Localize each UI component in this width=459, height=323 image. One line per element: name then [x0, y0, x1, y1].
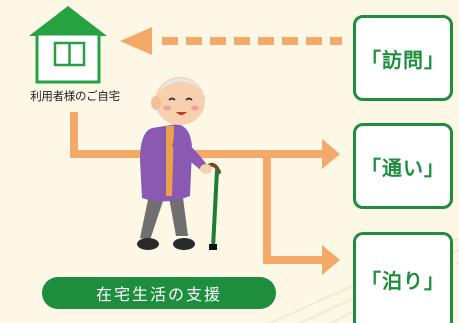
day-service-label: 「通い」 [361, 155, 445, 180]
visit-dashed-arrow [120, 27, 342, 55]
elderly-man-with-cane-icon [137, 77, 221, 250]
house-icon [29, 6, 107, 84]
day-service-box: 「通い」 [353, 123, 453, 209]
stay-service-box: 「泊り」 [353, 232, 453, 323]
visit-service-label: 「訪問」 [361, 47, 445, 72]
flow-connectors [70, 112, 340, 275]
stay-service-label: 「泊り」 [361, 268, 445, 293]
home-caption: 利用者様のご自宅 [30, 89, 120, 103]
home-life-support-label: 在宅生活の支援 [42, 277, 276, 309]
visit-service-box: 「訪問」 [353, 15, 453, 101]
